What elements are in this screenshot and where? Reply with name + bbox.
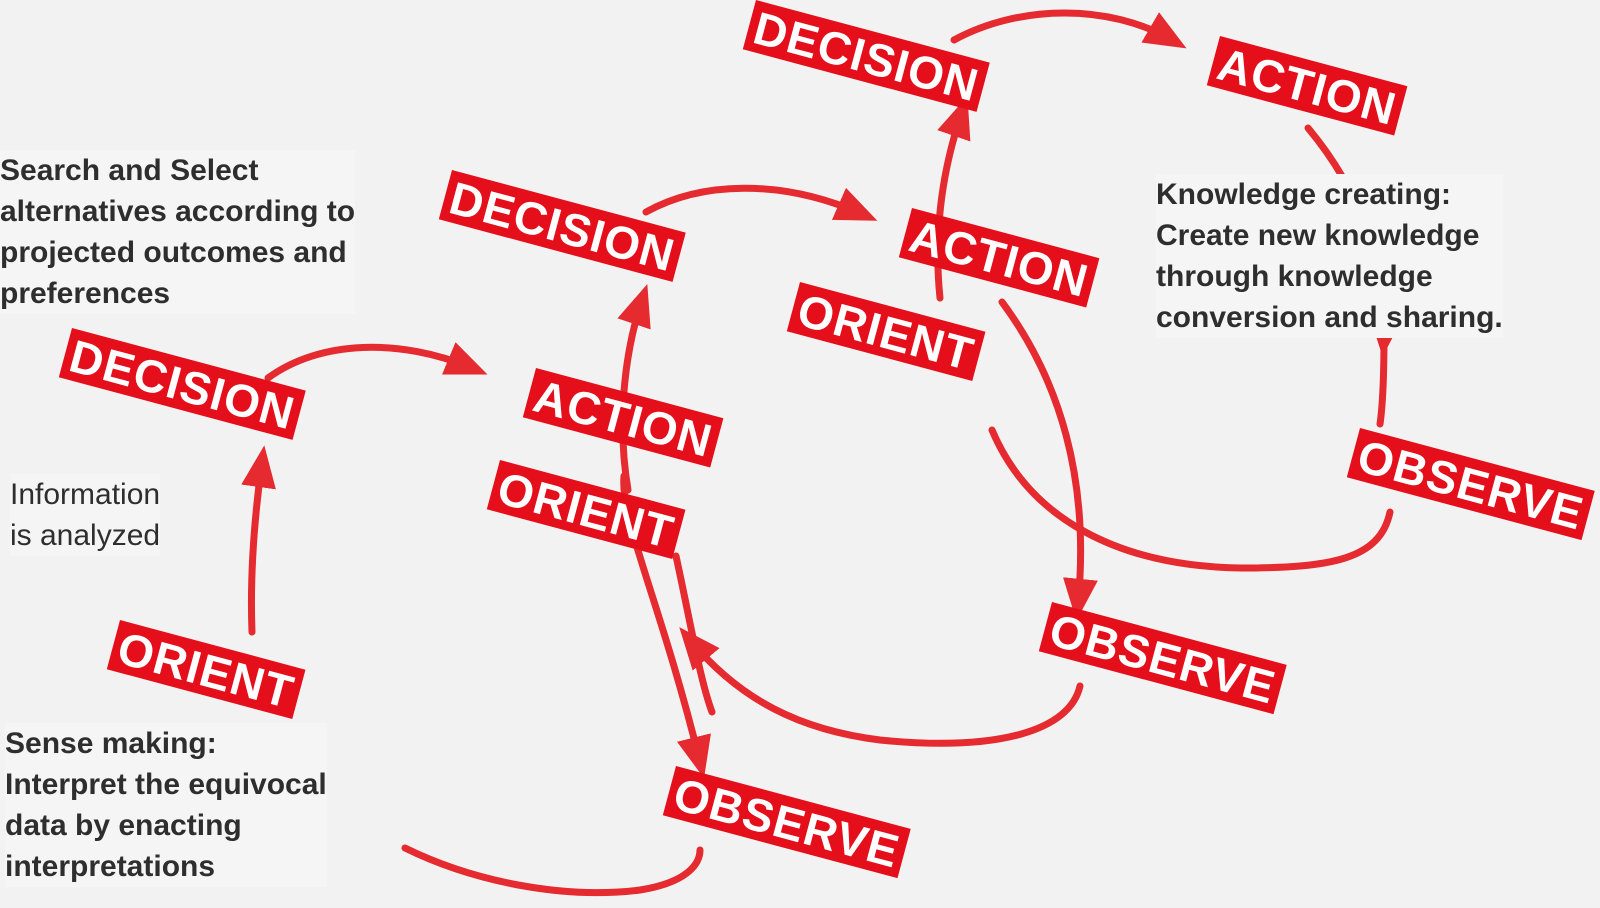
note-information-line-2: is analyzed [10, 519, 161, 552]
note-search-select-line-1: Search and Select [0, 154, 259, 187]
arrow-orient-to-decision-1 [241, 445, 276, 636]
note-information: Information is analyzed [10, 474, 161, 556]
arrow-orient-3-tail [1376, 332, 1388, 428]
note-search-select-line-3: projected outcomes and [0, 236, 347, 269]
arrow-observe-to-orient-3 [988, 426, 1394, 572]
note-search-select: Search and Select alternatives according… [0, 150, 356, 314]
note-information-line-1: Information [10, 478, 161, 511]
note-sense-making-line-2: Interpret the equivocal [5, 768, 327, 801]
note-knowledge-creating-line-1: Knowledge creating: [1156, 178, 1452, 211]
arrow-observe-to-orient-1 [401, 844, 704, 897]
arrow-decision-to-action-3 [950, 9, 1187, 49]
note-knowledge-creating: Knowledge creating: Create new knowledge… [1156, 174, 1503, 338]
arrow-orient-to-decision-3 [934, 96, 971, 302]
note-knowledge-creating-line-2: Create new knowledge [1156, 219, 1480, 252]
note-sense-making-line-1: Sense making: [5, 727, 217, 760]
note-sense-making-line-4: interpretations [5, 850, 216, 883]
note-sense-making-line-3: data by enacting [5, 809, 242, 842]
note-search-select-line-4: preferences [0, 277, 171, 310]
note-knowledge-creating-line-3: through knowledge [1156, 260, 1433, 293]
note-knowledge-creating-line-4: conversion and sharing. [1156, 301, 1503, 334]
arrow-observe-to-orient-2 [679, 627, 1084, 747]
note-sense-making: Sense making: Interpret the equivocal da… [5, 723, 327, 887]
note-search-select-line-2: alternatives according to [0, 195, 356, 228]
arrow-decision-to-action-1 [264, 342, 488, 382]
arrow-action-to-observe-2 [998, 298, 1098, 621]
arrow-orient-to-observe-2 [672, 552, 716, 716]
arrow-decision-to-action-2 [642, 184, 878, 221]
